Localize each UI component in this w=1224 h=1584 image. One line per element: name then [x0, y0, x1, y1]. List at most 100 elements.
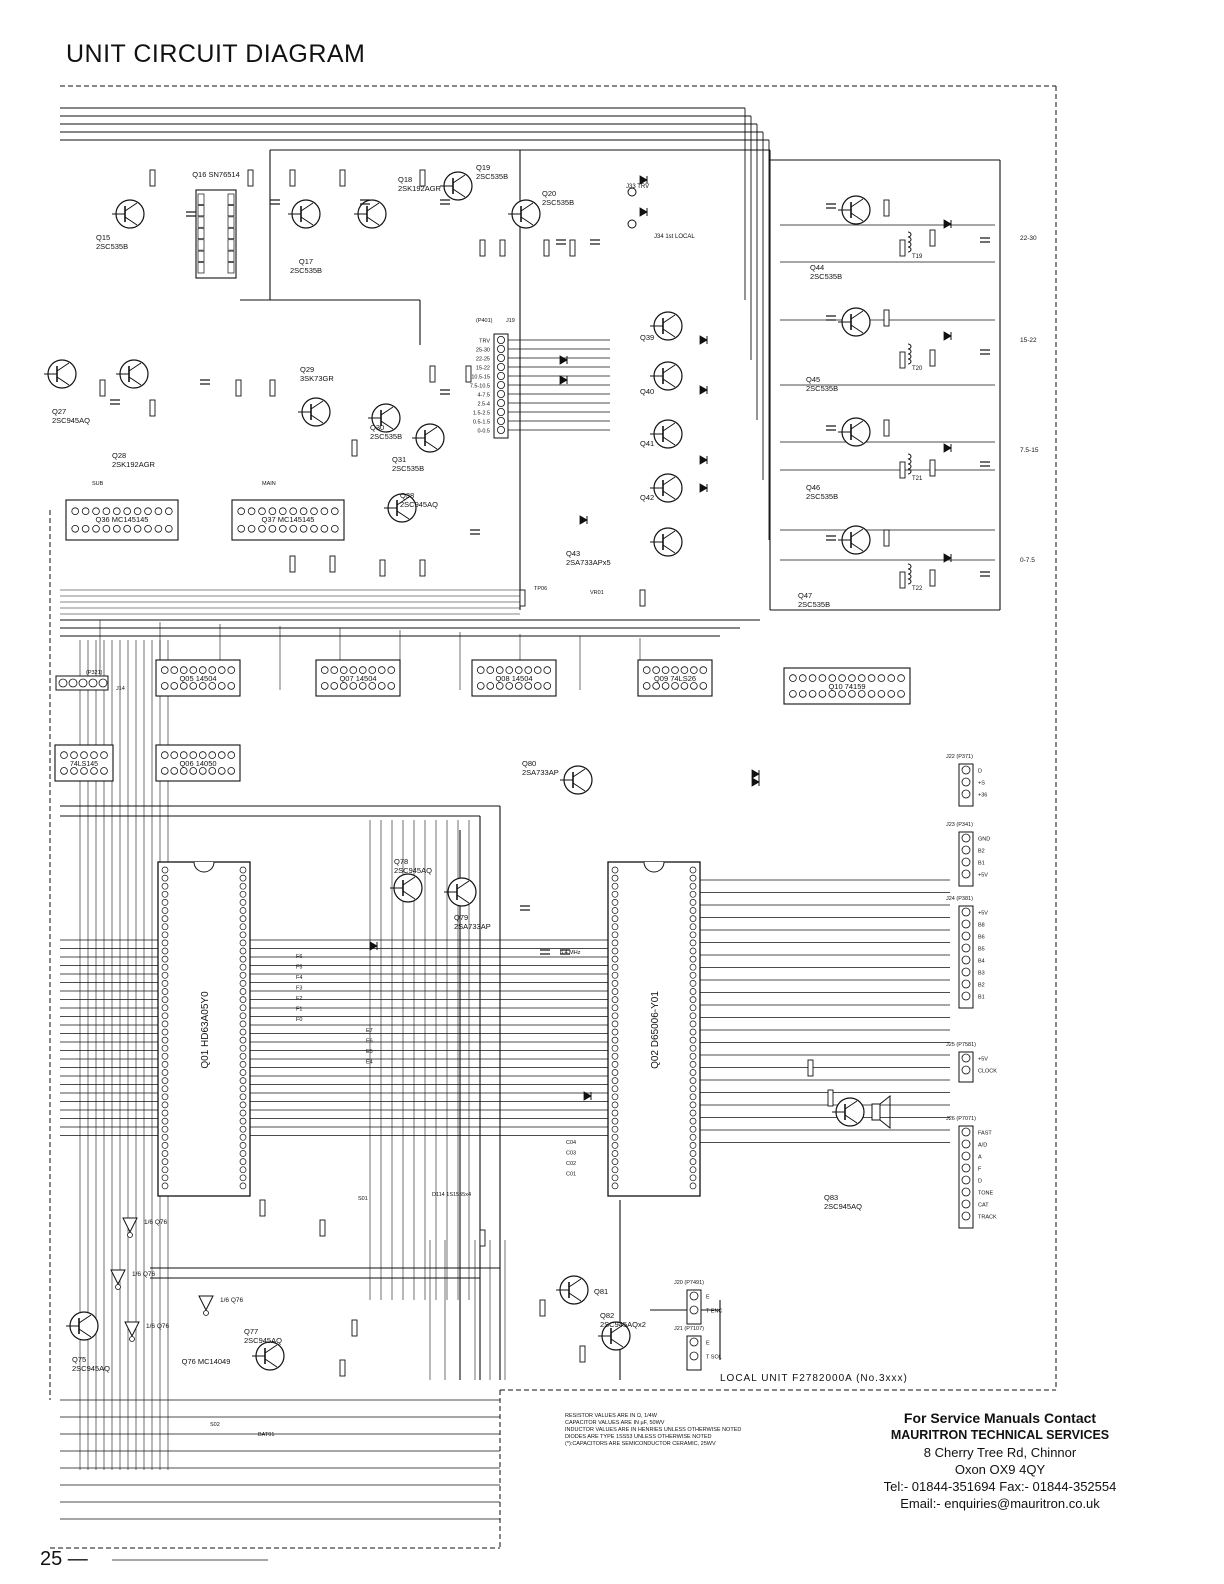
transistor-collector	[124, 202, 138, 212]
ic-body	[471, 659, 557, 697]
ic-pin	[818, 690, 827, 698]
connector-pin	[961, 789, 971, 799]
transistor-part: 2SC535B	[476, 172, 508, 181]
connector-pin	[961, 857, 971, 867]
band-pin-label: 22-25	[476, 357, 490, 363]
transistor-emitter	[300, 216, 314, 226]
ic-label: Q05 14504	[179, 674, 216, 683]
connector-pin	[961, 943, 971, 953]
connector-pin	[496, 335, 505, 344]
connector-pin	[961, 979, 971, 989]
transistor-ref: Q20	[542, 189, 556, 198]
transistor-collector	[402, 876, 416, 886]
ic-pin	[611, 1020, 619, 1028]
gate-label: 1/6 Q76	[144, 1219, 168, 1226]
ic-pin	[611, 890, 619, 898]
connector-pin	[961, 919, 971, 929]
resistor	[339, 169, 346, 187]
transistor-collector	[662, 530, 676, 540]
ic-pin	[330, 666, 339, 674]
transistor-collector	[850, 528, 864, 538]
ic-pin	[661, 666, 670, 674]
ic-pin	[689, 1174, 697, 1182]
transistor-emitter	[396, 510, 410, 520]
transistor-q45	[838, 307, 871, 337]
band-pin-label: 1.5-2.5	[473, 411, 490, 417]
ic-pin	[828, 674, 837, 682]
ic-pin	[289, 524, 298, 533]
resistor	[429, 365, 436, 383]
gate-label: 1/6 Q76	[132, 1271, 156, 1278]
diode	[559, 355, 568, 365]
ic-pin	[161, 1052, 169, 1060]
ic-pin	[227, 227, 235, 240]
ic-pin	[689, 1069, 697, 1076]
ic-pin	[611, 899, 619, 906]
ic-pin	[611, 915, 619, 922]
ic-pin	[161, 1150, 169, 1157]
ic-pin	[239, 1044, 247, 1052]
ic-pin	[611, 1004, 619, 1012]
diode	[639, 175, 648, 185]
ic-pin	[161, 1158, 169, 1165]
ic-pin	[689, 1028, 697, 1036]
ic-pin	[848, 690, 856, 698]
ic-pin	[368, 682, 377, 690]
connector-pin-label: A	[978, 1155, 982, 1161]
ic-pin	[161, 874, 169, 882]
ic-pin	[642, 682, 651, 690]
contact-address-2: Oxon OX9 4QY	[954, 1462, 1046, 1477]
transistor-collector	[662, 314, 676, 324]
ic-pin	[161, 1028, 169, 1036]
ic-pin	[611, 874, 619, 882]
resistor	[539, 1299, 546, 1317]
ic-pin	[247, 524, 256, 533]
ic-pin	[161, 980, 169, 987]
inverter-gate	[122, 1217, 138, 1234]
ic-pin	[798, 674, 807, 682]
connector-ref: J22 (P371)	[946, 754, 973, 760]
ic-pin	[170, 682, 179, 690]
transistor-collector	[662, 476, 676, 486]
ic-pin	[387, 666, 396, 674]
connector-pin-label: T SOL	[706, 1355, 722, 1361]
connector-j20	[686, 1289, 702, 1325]
transistor-part: 2SC535B	[810, 272, 842, 281]
ic-pin	[476, 666, 485, 674]
ic-pin	[239, 1174, 247, 1182]
ic-pin	[611, 866, 619, 874]
ic-pin	[611, 980, 619, 987]
ic-pin	[689, 931, 697, 939]
bus-label: F4	[296, 975, 302, 981]
ic-pin	[611, 1117, 619, 1125]
connector-pin-label: F	[978, 1167, 982, 1173]
ic-pin	[358, 682, 367, 690]
transistor-collector	[662, 364, 676, 374]
ic-pin	[160, 666, 169, 674]
ic-pin	[690, 682, 698, 690]
ic-pin	[278, 507, 287, 516]
connector-pin-label: B5	[978, 947, 985, 953]
ic-pin	[208, 666, 217, 674]
connector-pin-label: +5V	[978, 1057, 988, 1063]
page-title: UNIT CIRCUIT DIAGRAM	[66, 40, 366, 68]
ic-pin	[227, 239, 235, 251]
transistor-q81	[556, 1275, 589, 1305]
ic-pin	[611, 1125, 619, 1133]
ic-pin	[699, 666, 708, 674]
ic-pin	[258, 507, 266, 516]
transistor-part: 2SC945AQx2	[600, 1320, 646, 1329]
connector-j19	[493, 333, 509, 439]
ic-pin	[208, 682, 217, 690]
transistor-q28	[116, 359, 149, 389]
ic-pin	[161, 1109, 169, 1117]
contact-address-1: 8 Cherry Tree Rd, Chinnor	[923, 1445, 1077, 1460]
contact-phone: Tel:- 01844-351694 Fax:- 01844-352554	[883, 1479, 1117, 1494]
resistor	[419, 169, 426, 187]
ic-pin	[154, 507, 163, 516]
bus-label: F6	[296, 954, 302, 960]
diode	[699, 385, 708, 395]
ic-pin	[165, 507, 173, 516]
ic-pin	[689, 1052, 697, 1060]
